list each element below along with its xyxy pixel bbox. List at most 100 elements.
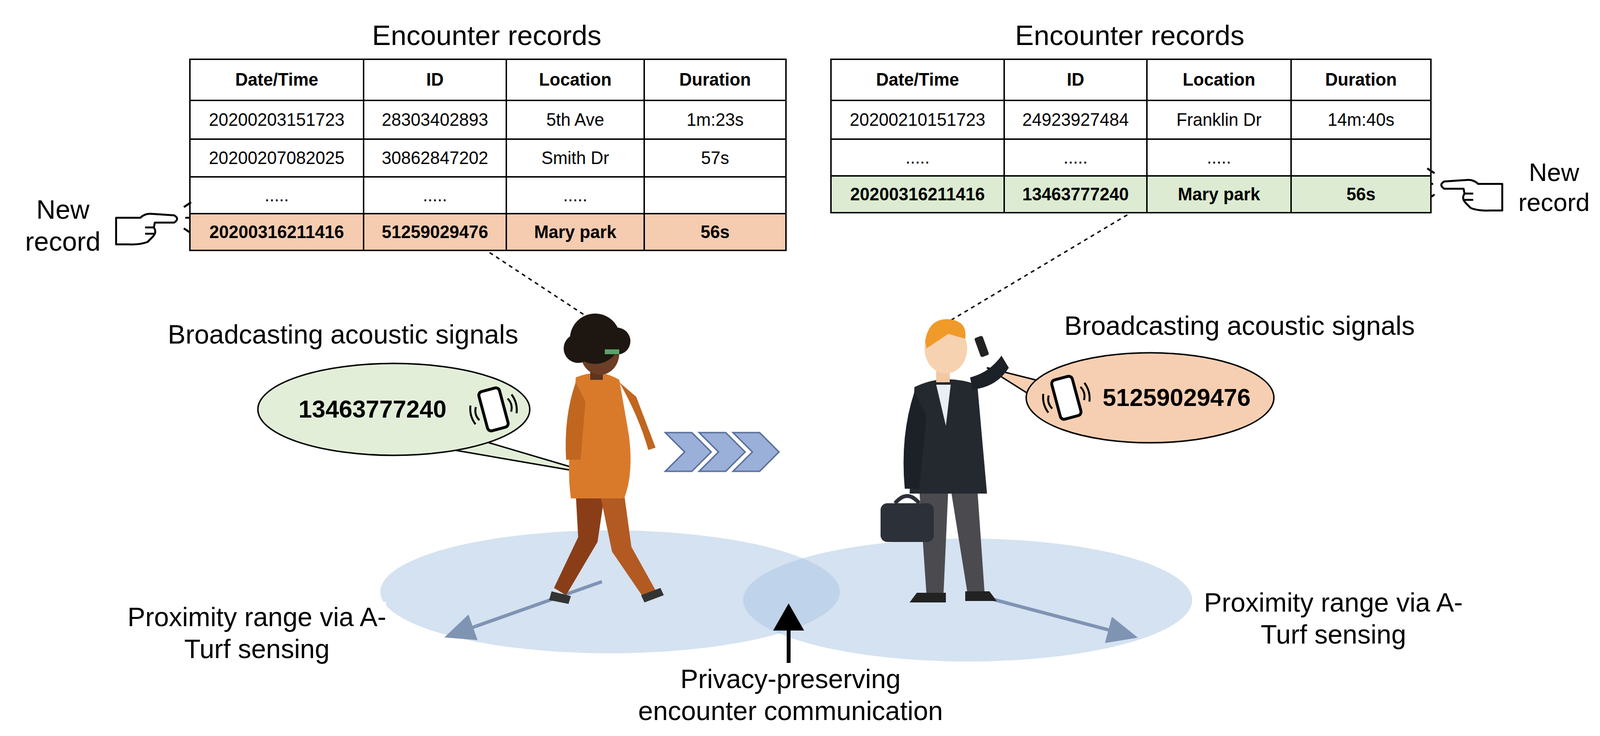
cell-text: 20200203151723 (209, 109, 345, 131)
cell-text: Date/Time (876, 69, 959, 90)
pointing-hand (116, 202, 194, 245)
cell-text: 57s (701, 148, 730, 169)
bubble-text-box: 51259029476 (1025, 351, 1275, 444)
free-label: New record (9, 193, 117, 258)
cell-text: ..... (264, 185, 289, 206)
range-arrow (447, 581, 602, 637)
table-cell: ..... (189, 176, 365, 215)
cell-text: Duration (1325, 69, 1397, 90)
table-cell: 20200210151723 (830, 99, 1005, 140)
table-cell: 56s (1290, 175, 1432, 214)
table-cell: Duration (1290, 58, 1432, 102)
node-text: 13463777240 (298, 395, 447, 424)
cell-text: 56s (700, 222, 730, 243)
table-cell: 5th Ave (505, 99, 645, 140)
table-cell: ..... (1003, 138, 1148, 177)
table-cell: ..... (830, 138, 1005, 177)
cell-text: Mary park (534, 222, 617, 243)
cell-text: Mary park (1177, 184, 1260, 205)
cell-text: ..... (1206, 147, 1231, 168)
cell-text: ID (1066, 69, 1085, 90)
cell-text: 5th Ave (546, 109, 604, 131)
pointing-hand (1424, 168, 1503, 211)
table-cell: Mary park (505, 212, 645, 252)
cell-text: 13463777240 (1022, 184, 1129, 205)
speech-bubble: 13463777240 (256, 362, 531, 457)
cell-text: ..... (905, 147, 930, 168)
label-text: Broadcasting acoustic signals (1064, 310, 1416, 341)
cell-text: ..... (422, 185, 448, 206)
cell-text: 20200316211416 (850, 184, 985, 205)
table-cell: Duration (643, 58, 787, 102)
cell-text: 14m:40s (1327, 109, 1395, 131)
table-cell: 20200316211416 (189, 212, 365, 252)
label-text: New record (1518, 158, 1590, 217)
cell-text: Duration (679, 69, 751, 90)
table-cell (1290, 138, 1432, 177)
table-cell: ID (362, 58, 508, 102)
table-cell: 13463777240 (1003, 175, 1148, 214)
free-label: Proximity range via A-Turf sensing (121, 600, 393, 665)
label-text: Privacy-preserving encounter communicati… (638, 663, 943, 726)
table-cell: 56s (643, 212, 787, 252)
table-cell: Franklin Dr (1146, 99, 1292, 140)
table-cell: Location (505, 58, 645, 102)
table-cell: 51259029476 (362, 212, 508, 252)
label-text: Encounter records (1015, 19, 1245, 51)
cell-text: 30862847202 (381, 148, 489, 169)
free-label: Broadcasting acoustic signals (1021, 309, 1458, 342)
range-arrow (984, 597, 1135, 637)
cell-text: Location (538, 69, 612, 90)
table-cell: 28303402893 (362, 99, 508, 140)
table-cell: 24923927484 (1003, 99, 1148, 140)
node-text: 51259029476 (1102, 383, 1251, 412)
cell-text: Smith Dr (541, 148, 610, 169)
cell-text: ..... (563, 185, 588, 206)
cell-text: Date/Time (235, 69, 318, 90)
bubble-text-box: 13463777240 (256, 362, 531, 457)
table-cell: 57s (643, 138, 787, 178)
table-cell: ..... (505, 176, 645, 215)
cell-text: 51259029476 (381, 222, 489, 243)
cell-text: Franklin Dr (1176, 109, 1262, 131)
table-cell: 14m:40s (1290, 99, 1432, 140)
table-cell: 30862847202 (362, 138, 508, 178)
cell-text: 56s (1346, 184, 1376, 205)
table-cell: 20200316211416 (830, 175, 1005, 214)
table-cell: 1m:23s (643, 99, 787, 140)
cell-text: 24923927484 (1022, 109, 1129, 131)
free-label: Privacy-preserving encounter communicati… (621, 662, 960, 727)
leader-line (945, 214, 1128, 324)
free-label: New record (1512, 157, 1596, 218)
walking-chevrons (665, 432, 779, 472)
man-on-phone (880, 319, 1009, 603)
table-cell: Smith Dr (505, 138, 645, 178)
label-text: Proximity range via A-Turf sensing (127, 601, 387, 664)
table-cell: Date/Time (189, 58, 365, 102)
cell-text: 20200316211416 (209, 222, 344, 243)
free-label: Encounter records (293, 18, 681, 53)
label-text: Encounter records (372, 19, 602, 51)
label-text: Proximity range via A-Turf sensing (1204, 587, 1464, 650)
speech-bubble: 51259029476 (1025, 351, 1275, 444)
table-cell: 20200207082025 (189, 138, 365, 178)
free-label: Encounter records (936, 18, 1324, 53)
cell-text: 1m:23s (686, 109, 744, 131)
free-label: Broadcasting acoustic signals (125, 318, 561, 351)
walking-woman (549, 313, 664, 604)
table-cell: ..... (362, 176, 508, 215)
table-cell: ID (1003, 58, 1148, 102)
label-text: Broadcasting acoustic signals (167, 319, 519, 350)
table-cell: Location (1146, 58, 1292, 102)
table-cell: Mary park (1146, 175, 1292, 214)
cell-text: Location (1182, 69, 1256, 90)
phone-icon (465, 383, 522, 435)
cell-text: 20200207082025 (209, 148, 345, 169)
overlap-arrow (786, 607, 791, 663)
free-label: Proximity range via A-Turf sensing (1197, 586, 1469, 651)
cell-text: ..... (1063, 147, 1088, 168)
cell-text: ID (426, 69, 444, 90)
phone-icon (1038, 372, 1094, 424)
label-text: New record (25, 194, 101, 257)
